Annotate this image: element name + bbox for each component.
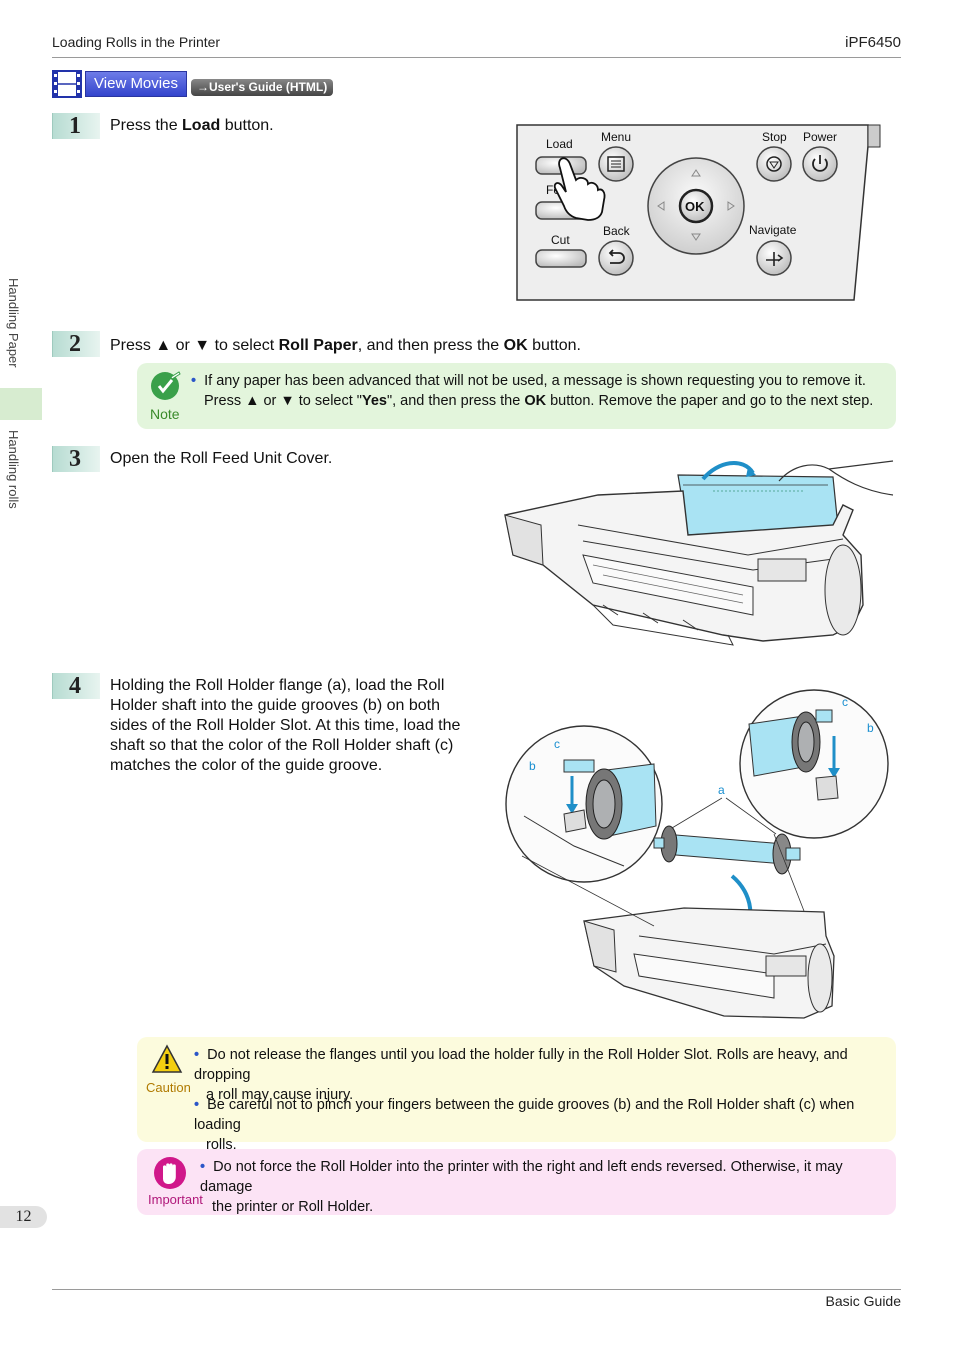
view-movies-button[interactable]: View Movies [85, 71, 187, 97]
caution-bullet-1: • Do not release the flanges until you l… [194, 1047, 848, 1103]
page-number: 12 [0, 1206, 47, 1228]
menu-label: Menu [601, 130, 631, 144]
step-2-number: 2 [52, 331, 100, 357]
pointing-hand-icon [553, 157, 606, 221]
footer-divider [52, 1289, 901, 1290]
load-label: Load [546, 137, 573, 151]
side-section-label[interactable]: Handling rolls [6, 430, 21, 509]
navigate-label: Navigate [749, 223, 797, 237]
important-bullet: • Do not force the Roll Holder into the … [200, 1159, 843, 1215]
step-3-text: Open the Roll Feed Unit Cover. [110, 450, 333, 467]
printer-open-cover-illustration [504, 460, 894, 646]
label-c-right: c [842, 695, 848, 709]
caution-box: Caution • Do not release the flanges unt… [137, 1037, 896, 1153]
important-box: Important • Do not force the Roll Holder… [137, 1149, 896, 1215]
note-bullet-line-1: • If any paper has been advanced that wi… [191, 373, 866, 389]
note-box: Note • If any paper has been advanced th… [137, 363, 896, 429]
caution-label: Caution [146, 1080, 191, 1095]
step-1-number: 1 [52, 113, 100, 139]
users-guide-link[interactable]: →User's Guide (HTML) [191, 79, 334, 96]
step-1-text: Press the Load button. [110, 117, 274, 134]
side-chapter-label[interactable]: Handling Paper [6, 278, 21, 368]
control-panel-illustration: Load Fe Cut Menu Back Stop Power Navigat… [516, 124, 881, 301]
step-2-text: Press ▲ or ▼ to select Roll Paper, and t… [110, 337, 581, 354]
caution-icon [151, 1044, 183, 1073]
note-icon [151, 371, 181, 400]
back-label: Back [603, 224, 631, 238]
step-4-number: 4 [52, 673, 100, 699]
note-bullet-line-2: Press ▲ or ▼ to select "Yes", and then p… [204, 393, 874, 409]
label-b-left: b [529, 759, 536, 773]
caution-bullet-2: • Be careful not to pinch your fingers b… [194, 1097, 855, 1153]
step-4-text: Holding the Roll Holder flange (a), load… [110, 677, 461, 774]
label-a: a [718, 783, 725, 797]
header-model-name: iPF6450 [845, 34, 901, 51]
step-3-number: 3 [52, 446, 100, 472]
cut-label: Cut [551, 233, 570, 247]
ok-label: OK [685, 199, 705, 214]
label-c-left: c [554, 737, 560, 751]
film-icon[interactable] [52, 70, 82, 98]
roll-holder-loading-illustration: c b c b a [505, 689, 889, 1019]
stop-label: Stop [762, 130, 787, 144]
power-label: Power [803, 130, 837, 144]
header-section-title: Loading Rolls in the Printer [52, 34, 221, 50]
note-label: Note [150, 406, 180, 422]
footer-guide-name: Basic Guide [825, 1293, 901, 1309]
label-b-right: b [867, 721, 874, 735]
hand-stop-icon [154, 1157, 186, 1189]
important-label: Important [148, 1192, 203, 1207]
header-divider [52, 57, 901, 58]
side-chapter-tab-highlight [0, 388, 42, 420]
